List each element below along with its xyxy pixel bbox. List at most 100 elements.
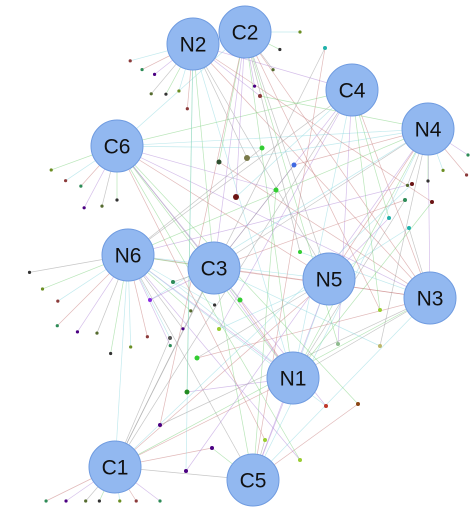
hub-edge-n2-n3	[192, 43, 431, 299]
leaf-node	[177, 89, 181, 93]
connector-node	[210, 446, 214, 450]
connector-node	[356, 402, 360, 406]
leaf-node	[466, 153, 470, 157]
leaf-node	[115, 198, 119, 202]
leaf-node	[140, 67, 144, 72]
connector-edge	[159, 31, 246, 426]
connector-edge	[244, 31, 301, 253]
connector-edge	[116, 145, 277, 191]
connector-edge	[185, 128, 429, 472]
connector-node	[233, 194, 239, 200]
hub-edge-c2-n3	[244, 31, 431, 299]
leaf-node	[27, 270, 32, 274]
connector-edge	[127, 147, 263, 256]
hub-edge-n6-n1	[127, 254, 294, 379]
connector-node	[259, 145, 265, 151]
leaf-node	[158, 499, 162, 503]
hub-node-n3[interactable]: N3	[403, 271, 457, 325]
connector-node	[407, 226, 411, 230]
leaf-node	[40, 287, 45, 291]
hub-node-n4[interactable]: N4	[401, 102, 455, 156]
hub-edge-n1-c1	[114, 377, 294, 468]
hub-label-c4: C4	[339, 80, 366, 103]
connector-node	[298, 458, 302, 462]
leaf-node	[405, 183, 410, 187]
connector-node	[237, 297, 243, 303]
connector-node	[148, 298, 152, 302]
hub-node-c1[interactable]: C1	[88, 440, 142, 494]
hub-label-n4: N4	[415, 119, 442, 142]
connector-node	[387, 216, 391, 220]
hub-edge-n4-n6	[127, 128, 429, 256]
hub-node-c2[interactable]: C2	[218, 5, 272, 59]
hub-edge-n3-c5	[252, 297, 431, 481]
leaf-node	[164, 92, 168, 96]
leaf-node	[84, 499, 88, 503]
hub-node-n2[interactable]: N2	[166, 17, 220, 71]
leaf-node	[109, 351, 113, 356]
hub-label-n1: N1	[280, 368, 307, 391]
leaf-node	[64, 499, 68, 503]
hub-node-c5[interactable]: C5	[226, 453, 280, 507]
hub-node-c4[interactable]: C4	[325, 63, 379, 117]
hub-edge-c2-c3	[213, 31, 246, 269]
hub-node-n6[interactable]: N6	[101, 228, 155, 282]
leaf-node	[55, 324, 59, 328]
connector-edge	[116, 145, 301, 461]
connector-node	[378, 344, 382, 348]
hub-edge-n2-n5	[192, 43, 330, 280]
leaf-node	[129, 345, 133, 349]
hub-edge-n2-c4	[192, 43, 353, 91]
connector-edge	[114, 183, 413, 468]
leaf-node	[149, 92, 153, 96]
leaf-node	[56, 299, 60, 303]
connector-node	[323, 46, 327, 50]
leaf-node	[145, 335, 149, 339]
hub-label-n6: N6	[115, 245, 142, 268]
leaf-node	[168, 344, 172, 348]
leaf-nodes-layer	[27, 30, 470, 503]
connector-edge	[235, 31, 246, 198]
hub-edge-c6-n5	[116, 145, 330, 280]
connector-node	[184, 389, 190, 395]
hub-label-c5: C5	[240, 470, 267, 493]
connector-node	[168, 336, 172, 340]
leaf-node	[189, 309, 193, 313]
leaf-node	[49, 168, 53, 172]
leaf-node	[152, 72, 157, 76]
hub-label-n2: N2	[180, 34, 207, 57]
hub-label-c6: C6	[104, 136, 131, 159]
hub-label-c1: C1	[102, 457, 129, 480]
leaf-node	[441, 168, 445, 172]
connector-node	[291, 162, 297, 168]
hub-node-c6[interactable]: C6	[90, 119, 144, 173]
hub-edge-n4-n5	[328, 128, 429, 280]
connector-edge	[246, 128, 429, 159]
hub-edge-n6-c5	[127, 254, 254, 481]
connector-node	[378, 308, 382, 312]
leaf-node	[298, 30, 302, 34]
leaf-node	[63, 179, 68, 183]
connector-edge	[218, 161, 431, 299]
leaf-node	[271, 68, 275, 72]
connector-edge	[127, 183, 413, 256]
leaf-node	[134, 499, 138, 503]
hub-node-n5[interactable]: N5	[302, 252, 356, 306]
leaf-node	[464, 173, 469, 177]
hub-node-n1[interactable]: N1	[266, 351, 320, 405]
connector-node	[194, 355, 200, 361]
connector-node	[273, 187, 279, 193]
hub-edge-c4-n6	[127, 89, 353, 256]
hub-edge-c2-c6	[116, 31, 246, 147]
hub-node-c3[interactable]: C3	[187, 241, 241, 295]
hub-edge-n5-c1	[114, 278, 330, 468]
connector-node	[403, 198, 407, 202]
leaf-node	[118, 499, 122, 503]
hub-label-c3: C3	[201, 258, 228, 281]
connector-edge	[213, 267, 381, 347]
connector-node	[336, 342, 340, 346]
connector-node	[258, 94, 262, 98]
hub-label-n5: N5	[316, 269, 343, 292]
leaf-node	[100, 204, 104, 208]
